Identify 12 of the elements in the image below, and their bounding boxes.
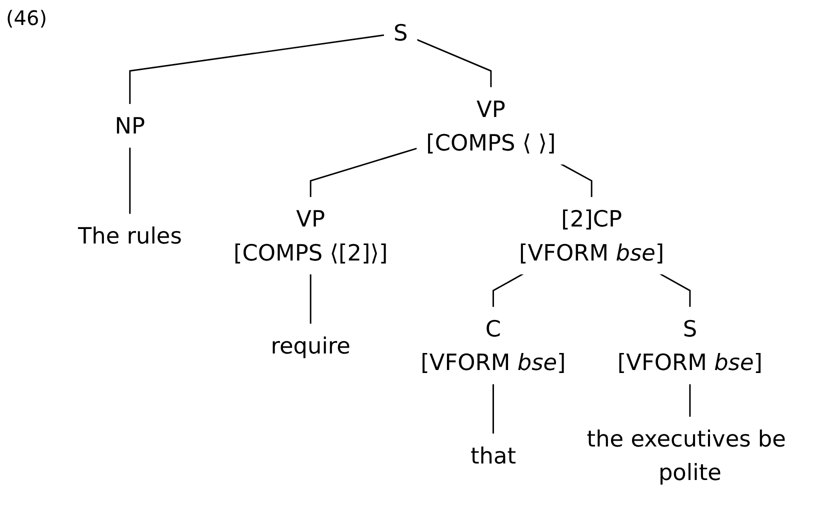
tree-branch [492, 273, 524, 308]
tree-branch [310, 148, 418, 198]
tree-branch [310, 274, 312, 324]
tree-branch [660, 273, 691, 308]
tree-branch [492, 384, 494, 434]
example-number: (46) [6, 6, 48, 30]
tree-branch [689, 384, 691, 418]
tree-node: VP [COMPS ⟨ ⟩] [416, 87, 566, 164]
tree-branch [560, 163, 592, 198]
tree-branch [129, 147, 131, 214]
tree-branch [129, 34, 385, 105]
tree-branch [416, 38, 492, 88]
